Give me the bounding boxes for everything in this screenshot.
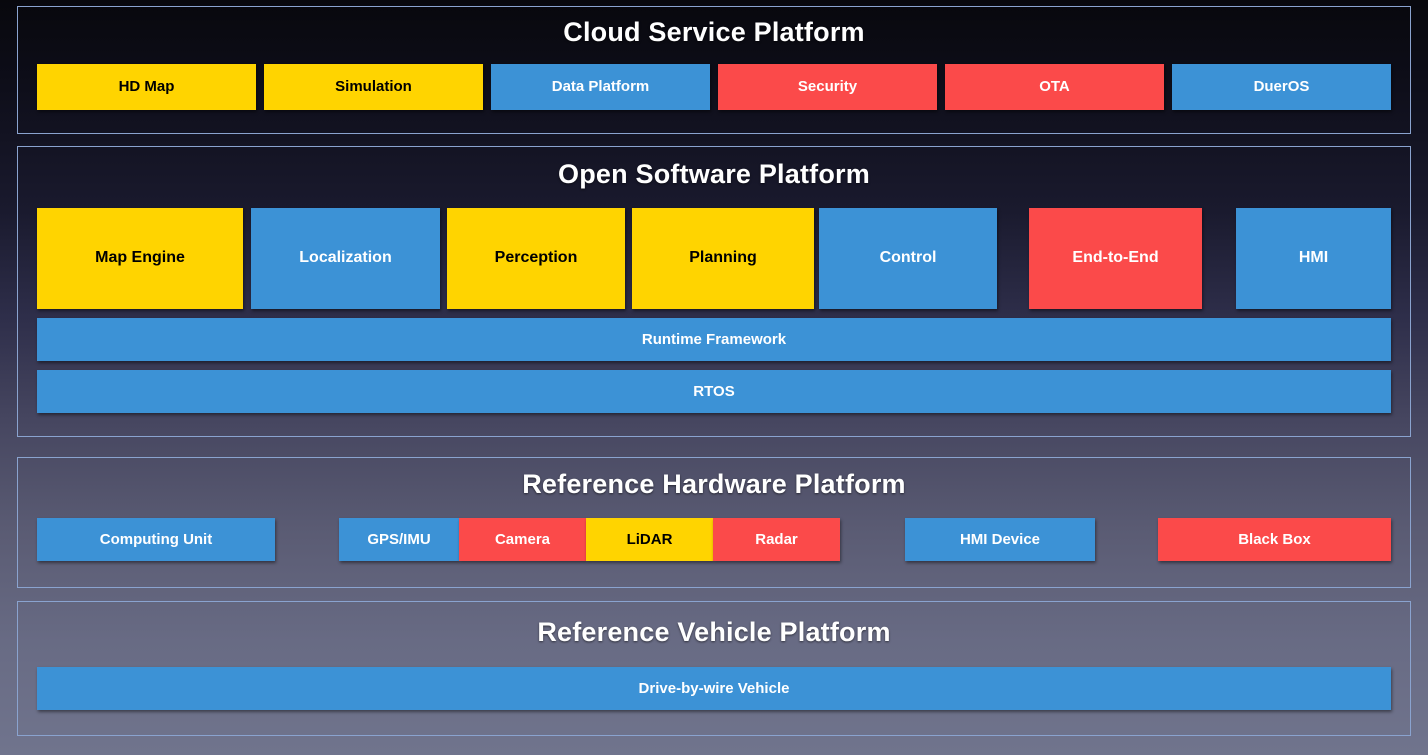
block-radar[interactable]: Radar xyxy=(713,518,840,561)
panel-open-software-platform: Open Software Platform Map Engine Locali… xyxy=(17,146,1411,437)
block-data-platform[interactable]: Data Platform xyxy=(491,64,710,110)
block-hmi-device[interactable]: HMI Device xyxy=(905,518,1095,561)
block-simulation[interactable]: Simulation xyxy=(264,64,483,110)
bar-rtos[interactable]: RTOS xyxy=(37,370,1391,413)
hardware-block-row: Computing Unit GPS/IMU Camera LiDAR Rada… xyxy=(37,518,1391,561)
bar-runtime-framework[interactable]: Runtime Framework xyxy=(37,318,1391,361)
block-control[interactable]: Control xyxy=(819,208,997,309)
panel-title-cloud: Cloud Service Platform xyxy=(563,17,865,47)
block-hd-map[interactable]: HD Map xyxy=(37,64,256,110)
panel-cloud-service-platform: Cloud Service Platform HD Map Simulation… xyxy=(17,6,1411,134)
gap-hw-3 xyxy=(1095,518,1158,561)
block-lidar[interactable]: LiDAR xyxy=(586,518,713,561)
block-security[interactable]: Security xyxy=(718,64,937,110)
block-ota[interactable]: OTA xyxy=(945,64,1164,110)
block-map-engine[interactable]: Map Engine xyxy=(37,208,243,309)
block-perception[interactable]: Perception xyxy=(447,208,625,309)
block-computing-unit[interactable]: Computing Unit xyxy=(37,518,275,561)
block-dueros[interactable]: DuerOS xyxy=(1172,64,1391,110)
panel-reference-hardware-platform: Reference Hardware Platform Computing Un… xyxy=(17,457,1411,588)
gap-hw-2 xyxy=(840,518,905,561)
bar-drive-by-wire-vehicle[interactable]: Drive-by-wire Vehicle xyxy=(37,667,1391,710)
panel-reference-vehicle-platform: Reference Vehicle Platform Drive-by-wire… xyxy=(17,601,1411,736)
panel-title-hardware: Reference Hardware Platform xyxy=(522,469,906,499)
gap-2 xyxy=(440,208,447,309)
panel-title-vehicle: Reference Vehicle Platform xyxy=(537,617,891,647)
block-hmi[interactable]: HMI xyxy=(1236,208,1391,309)
gap-6 xyxy=(1202,208,1236,309)
block-end-to-end[interactable]: End-to-End xyxy=(1029,208,1202,309)
gap-3 xyxy=(625,208,632,309)
cloud-block-row: HD Map Simulation Data Platform Security… xyxy=(37,64,1391,110)
block-camera[interactable]: Camera xyxy=(459,518,586,561)
block-localization[interactable]: Localization xyxy=(251,208,440,309)
software-module-row: Map Engine Localization Perception Plann… xyxy=(37,208,1391,309)
panel-title-software: Open Software Platform xyxy=(558,159,870,189)
gap-5 xyxy=(997,208,1029,309)
gap-hw-1 xyxy=(275,518,339,561)
block-planning[interactable]: Planning xyxy=(632,208,814,309)
block-gps-imu[interactable]: GPS/IMU xyxy=(339,518,459,561)
block-black-box[interactable]: Black Box xyxy=(1158,518,1391,561)
gap-1 xyxy=(243,208,251,309)
